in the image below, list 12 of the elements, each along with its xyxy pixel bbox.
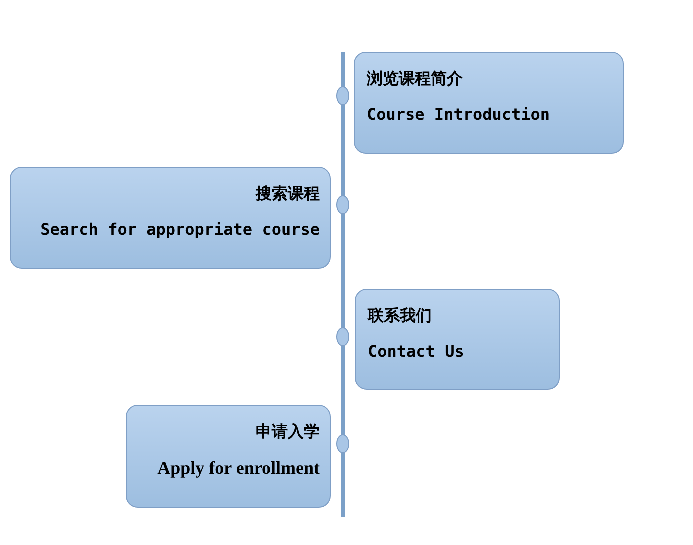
card-subtitle: Contact Us [368, 342, 464, 361]
timeline-card [354, 52, 624, 154]
card-title: 搜索课程 [256, 184, 320, 205]
timeline-card [10, 167, 331, 269]
card-title: 联系我们 [368, 306, 432, 327]
card-subtitle: Apply for enrollment [158, 458, 320, 479]
timeline-card [355, 289, 560, 390]
timeline-card [126, 405, 331, 508]
card-subtitle: Course Introduction [367, 105, 550, 124]
card-subtitle: Search for appropriate course [40, 220, 320, 239]
card-title: 浏览课程简介 [367, 69, 463, 90]
card-title: 申请入学 [256, 422, 320, 443]
